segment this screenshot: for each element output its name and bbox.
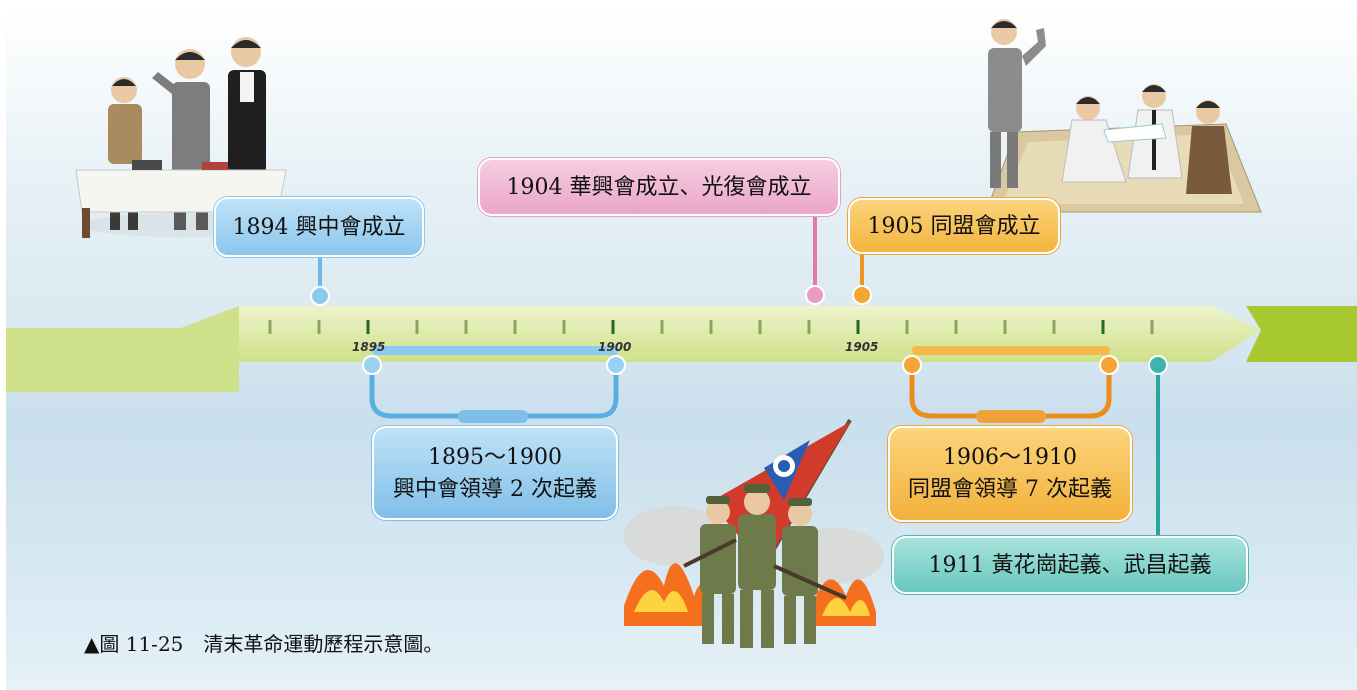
tick bbox=[660, 320, 664, 334]
tick bbox=[562, 320, 566, 334]
tick bbox=[268, 320, 272, 334]
event-label-1905: 1905 同盟會成立 bbox=[848, 198, 1060, 254]
year-label-1895: 1895 bbox=[352, 340, 386, 354]
year-label-1900: 1900 bbox=[598, 340, 632, 354]
timeline-ticks bbox=[268, 320, 1154, 334]
tick bbox=[1003, 320, 1007, 334]
tick bbox=[317, 320, 321, 334]
event-range-1906: 1906～1910 bbox=[943, 445, 1077, 470]
timeline-diagram: 1895 1900 1905 1894 興中會成立 1904 華興會成立、光復會… bbox=[6, 6, 1357, 690]
tick bbox=[1150, 320, 1154, 334]
tick bbox=[1052, 320, 1056, 334]
tick bbox=[415, 320, 419, 334]
event-label-1911: 1911 黃花崗起義、武昌起義 bbox=[892, 536, 1248, 594]
year-label-1905: 1905 bbox=[845, 340, 879, 354]
tick bbox=[709, 320, 713, 334]
tick bbox=[513, 320, 517, 334]
dot-1904 bbox=[805, 285, 825, 305]
major-tick bbox=[1101, 320, 1105, 334]
dot-1910 bbox=[1099, 355, 1119, 375]
dot-1895 bbox=[362, 355, 382, 375]
dot-1905 bbox=[852, 285, 872, 305]
tick bbox=[905, 320, 909, 334]
event-range-1895: 1895～1900 bbox=[428, 445, 562, 470]
timeline-arrow-tip bbox=[1246, 306, 1357, 362]
major-tick bbox=[611, 320, 615, 334]
figure-caption: ▲圖 11-25 清末革命運動歷程示意圖。 bbox=[84, 632, 444, 656]
dot-1894 bbox=[310, 286, 330, 306]
event-desc-1895: 興中會領導 2 次起義 bbox=[393, 476, 597, 502]
event-label-1906-1910: 1906～1910 同盟會領導 7 次起義 bbox=[888, 426, 1132, 522]
event-label-1895-1900: 1895～1900 興中會領導 2 次起義 bbox=[372, 426, 618, 520]
dot-1906 bbox=[902, 355, 922, 375]
tick bbox=[464, 320, 468, 334]
timeline-svg bbox=[6, 211, 1357, 546]
tick bbox=[758, 320, 762, 334]
tick bbox=[954, 320, 958, 334]
dot-1911 bbox=[1148, 355, 1168, 375]
major-tick bbox=[856, 320, 860, 334]
major-tick bbox=[366, 320, 370, 334]
event-label-1904: 1904 華興會成立、光復會成立 bbox=[478, 158, 840, 216]
alliance-meeting-illustration bbox=[985, 19, 1262, 213]
dot-1900 bbox=[606, 355, 626, 375]
event-label-1894: 1894 興中會成立 bbox=[214, 197, 424, 257]
event-desc-1906: 同盟會領導 7 次起義 bbox=[908, 476, 1112, 502]
uprising-illustration bbox=[624, 418, 884, 648]
timeline-arrow-tail bbox=[6, 306, 239, 392]
tick bbox=[807, 320, 811, 334]
